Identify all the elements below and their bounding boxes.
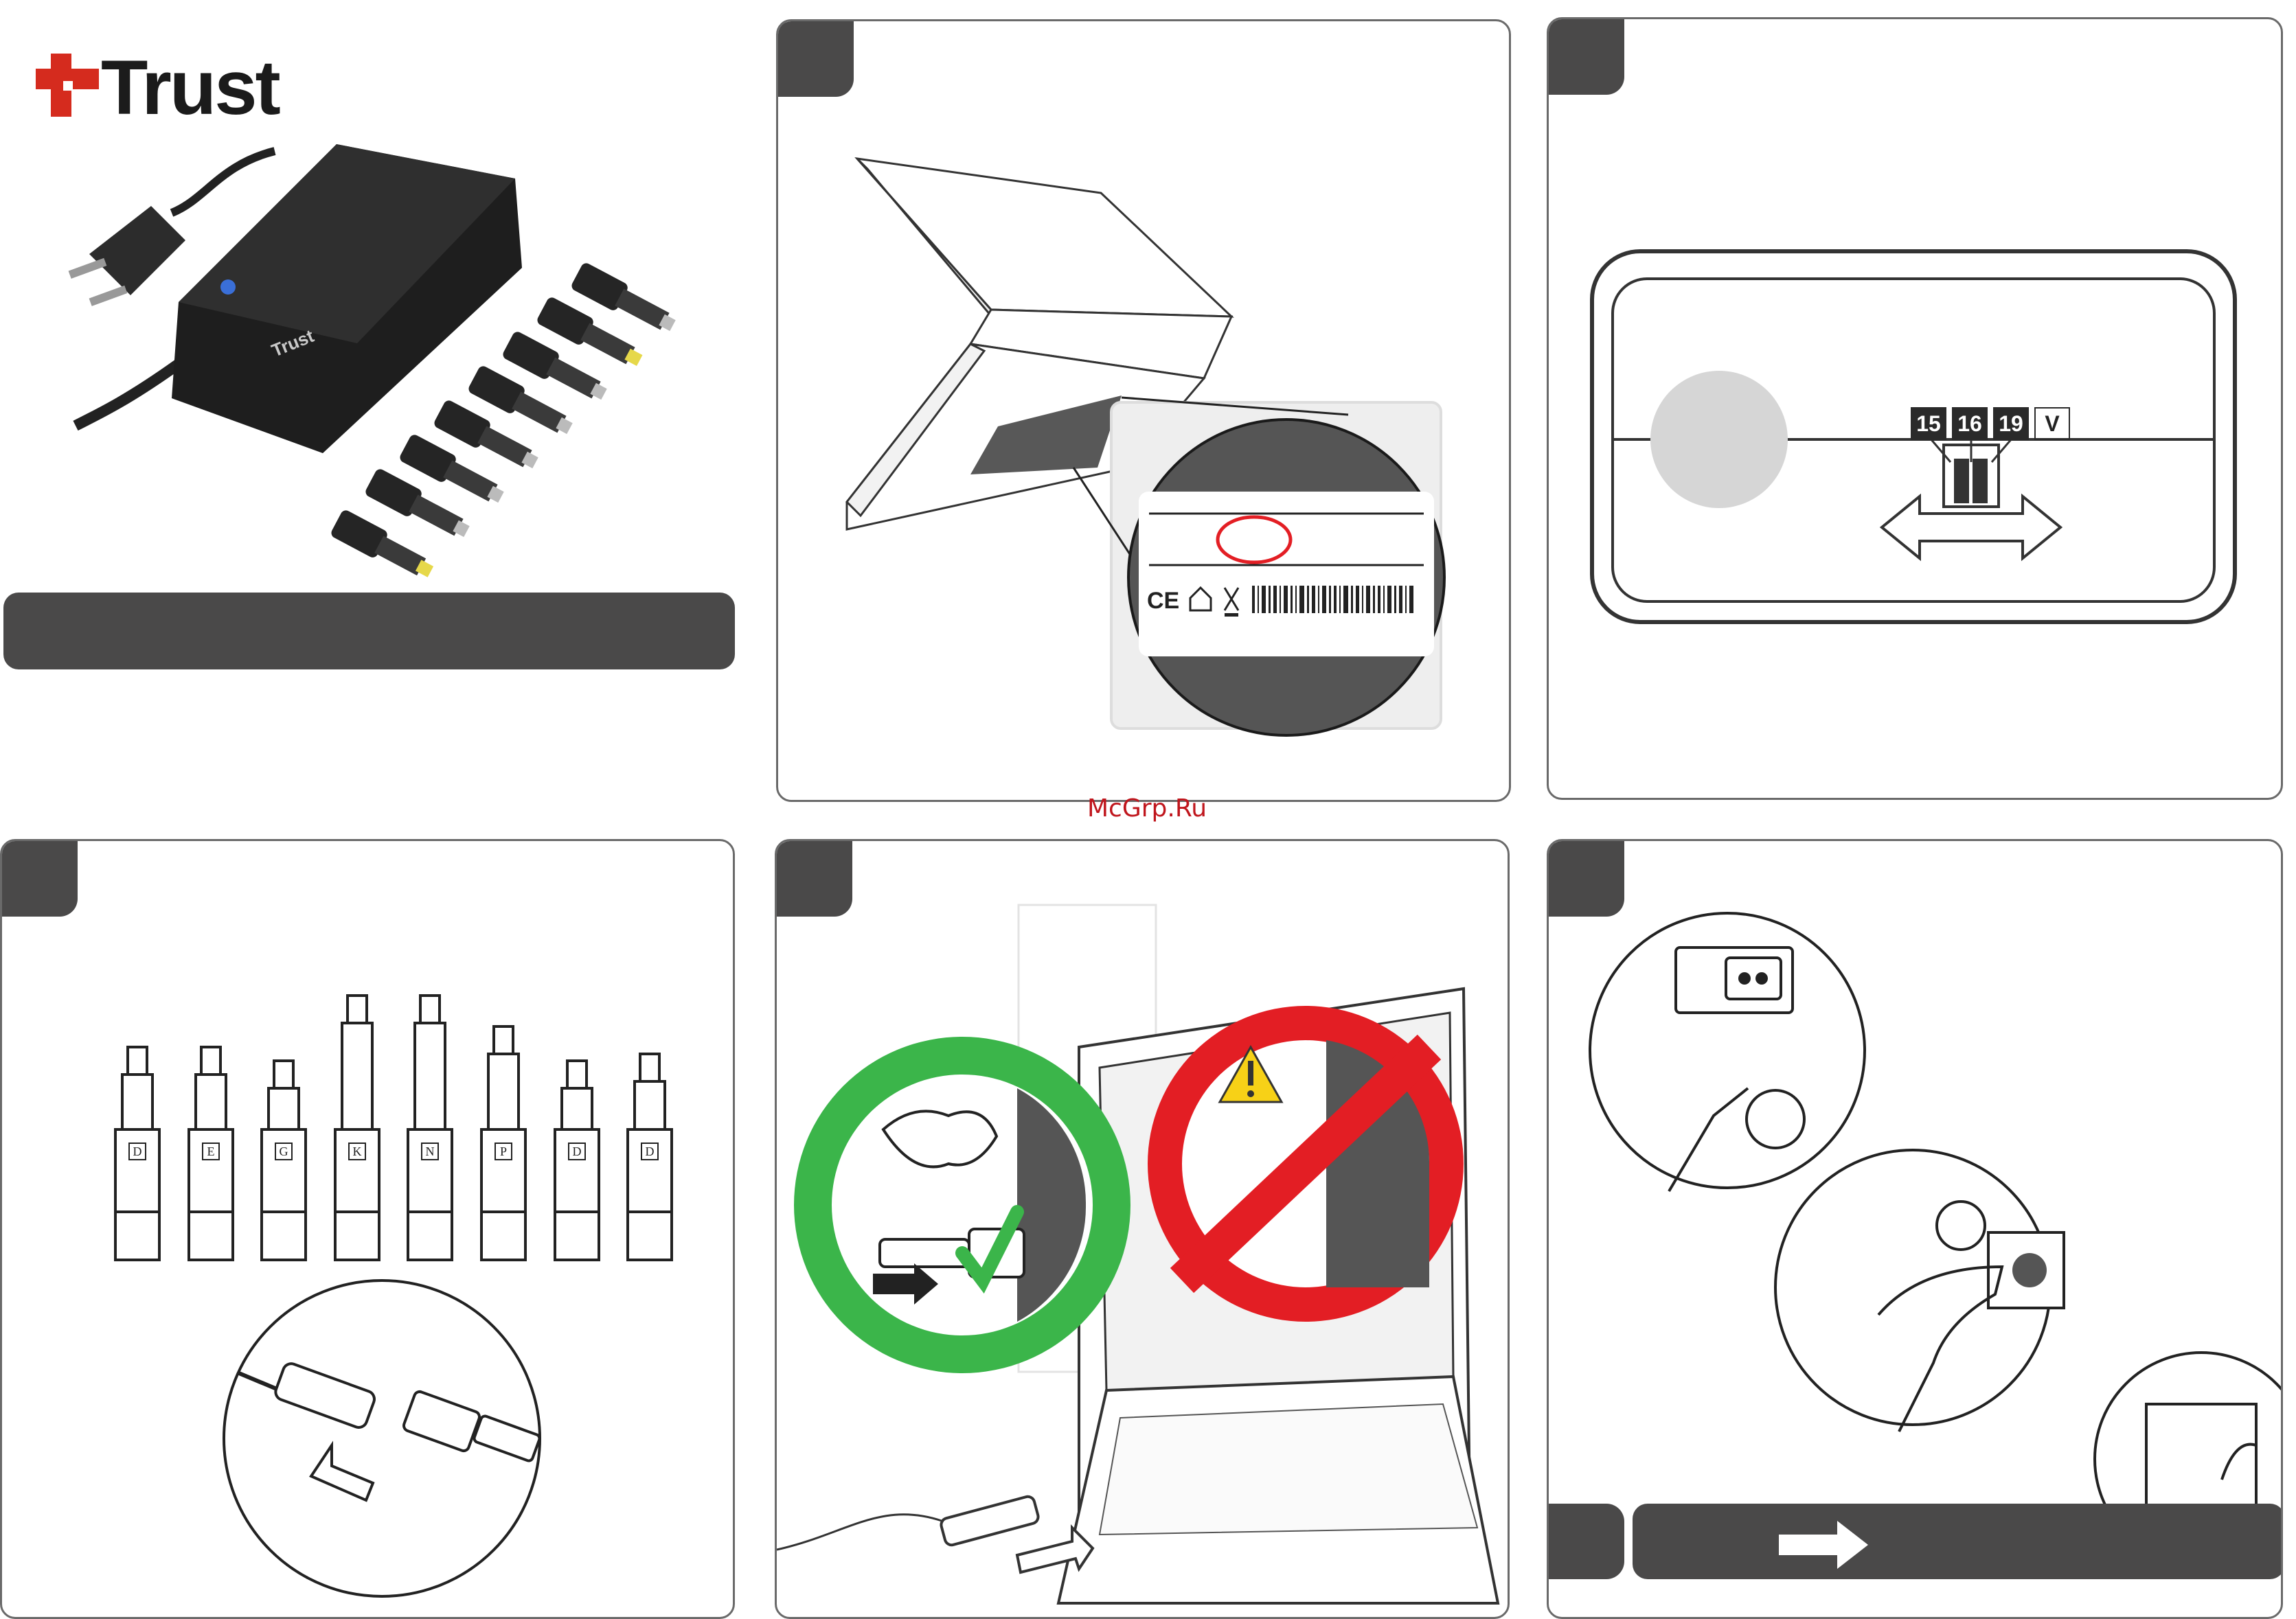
connector-tip-label-5: N xyxy=(422,1143,438,1160)
step-panel-4 xyxy=(775,839,1510,1619)
title-bar xyxy=(3,593,735,669)
brand-name: Trust xyxy=(101,48,279,127)
voltage-option-16: 16 xyxy=(1952,407,1988,440)
laptop-connect-illustration xyxy=(777,841,1510,1619)
connector-tip-label-2: E xyxy=(203,1143,219,1160)
brand-logo: Trust xyxy=(36,54,352,133)
connector-tip-4 xyxy=(335,996,379,1260)
connector-tip-label-6: P xyxy=(495,1143,512,1160)
product-photo: Trust xyxy=(48,137,687,577)
connector-tip-label-3: G xyxy=(275,1143,292,1160)
voltage-option-15: 15 xyxy=(1911,407,1946,440)
rating-label xyxy=(1139,492,1434,656)
connector-tip-3 xyxy=(262,1061,306,1260)
laptop-label-illustration: CE xyxy=(778,21,1511,802)
ce-mark-icon: CE xyxy=(1147,588,1179,614)
step-panel-5 xyxy=(1547,839,2283,1619)
adapter-body xyxy=(172,144,522,453)
watermark: McGrp.Ru xyxy=(1087,794,1207,823)
connector-tip-label-7: D xyxy=(569,1143,585,1160)
connector-tip-7 xyxy=(555,1061,599,1260)
voltage-option-19: 19 xyxy=(1993,407,2029,440)
step-panel-1: CE xyxy=(776,19,1511,802)
continue-arrow-icon xyxy=(1549,841,2283,1619)
step-panel-2: 15 16 19 V xyxy=(1547,17,2283,800)
connector-tip-label-4: K xyxy=(349,1143,365,1160)
connector-tip-5 xyxy=(408,996,452,1260)
led-indicator-icon xyxy=(1650,371,1788,508)
connector-tip-label-8: D xyxy=(641,1143,658,1160)
connector-tip-label-1: D xyxy=(129,1143,146,1160)
mains-plug-icon xyxy=(69,206,185,306)
tips-row-illustration xyxy=(2,841,735,1619)
voltage-unit: V xyxy=(2034,407,2070,440)
